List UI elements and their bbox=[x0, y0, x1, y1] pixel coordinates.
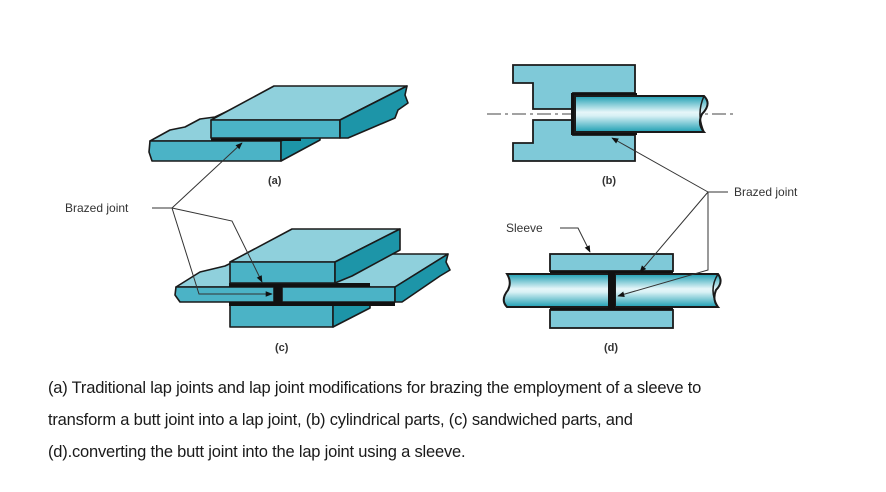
subfigure-label-a: (a) bbox=[268, 175, 282, 187]
bottom-plate-c-front bbox=[229, 304, 334, 328]
pipe-break-b bbox=[699, 95, 705, 133]
pipe-d-left bbox=[502, 273, 610, 308]
sleeve-label: Sleeve bbox=[506, 221, 543, 235]
brazed-joint-c-upper bbox=[229, 283, 370, 287]
middle-right-side bbox=[394, 253, 451, 303]
top-plate-c-front bbox=[229, 261, 336, 284]
subfigure-c-sandwich: (c) bbox=[174, 228, 451, 354]
caption-line-2: transform a butt joint into a lap joint,… bbox=[48, 411, 633, 429]
leader-left-to-c-upper bbox=[171, 207, 263, 283]
pipe-b bbox=[574, 95, 709, 133]
leader-left-to-c-butt bbox=[171, 207, 273, 297]
brazed-joint-label-left: Brazed joint bbox=[65, 201, 129, 215]
brazed-joint-c-lower bbox=[229, 302, 395, 306]
leader-right-to-d-sleeve bbox=[639, 191, 709, 273]
brazed-joint-d-butt bbox=[608, 272, 615, 309]
top-plate-c-side bbox=[334, 228, 401, 284]
sleeve-upper bbox=[549, 253, 674, 272]
subfigure-b-cylindrical: (b) bbox=[487, 64, 737, 187]
leader-left-to-a bbox=[171, 142, 243, 209]
subfigure-d-sleeve: (d) bbox=[502, 253, 722, 354]
leader-right-to-d-butt bbox=[617, 192, 709, 297]
bottom-plate-front bbox=[148, 140, 282, 162]
brazed-joint-label-right: Brazed joint bbox=[734, 185, 798, 199]
sleeve-lower bbox=[549, 309, 674, 329]
leader-lines bbox=[152, 137, 728, 297]
leader-right-to-b bbox=[611, 137, 709, 193]
caption-line-1: (a) Traditional lap joints and lap joint… bbox=[48, 379, 702, 397]
brazed-joint-a bbox=[211, 138, 301, 141]
pipe-break-d bbox=[712, 273, 719, 308]
subfigure-label-c: (c) bbox=[275, 342, 289, 354]
pipe-d-right bbox=[614, 273, 722, 308]
middle-right-front bbox=[281, 286, 396, 303]
caption-line-3: (d).converting the butt joint into the l… bbox=[48, 443, 466, 461]
subfigure-label-d: (d) bbox=[604, 342, 618, 354]
subfigure-a-lap-joint: (a) bbox=[148, 85, 409, 187]
top-plate-side bbox=[339, 85, 409, 139]
top-plate-front bbox=[210, 119, 341, 139]
brazed-joint-diagram: (a) (b) (c) bbox=[65, 64, 798, 354]
figure-caption: (a) Traditional lap joints and lap joint… bbox=[48, 372, 848, 468]
brazed-joint-c-butt bbox=[274, 285, 282, 304]
subfigure-label-b: (b) bbox=[602, 175, 616, 187]
leader-sleeve bbox=[560, 227, 591, 253]
